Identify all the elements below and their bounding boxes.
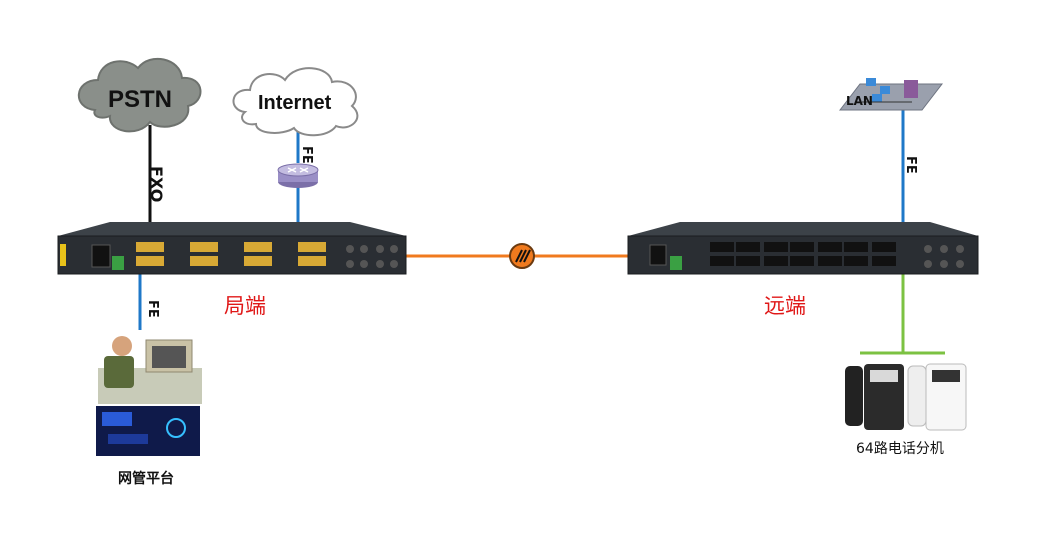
mgmt-label: 网管平台	[118, 471, 174, 487]
internet-label: Internet	[258, 92, 332, 114]
pstn-label: PSTN	[108, 86, 173, 113]
fe-mgmt-link-label: FE	[145, 300, 160, 318]
remote-device	[627, 222, 979, 275]
local-device	[57, 222, 407, 275]
internet-cloud	[232, 67, 359, 137]
router-icon	[277, 163, 319, 188]
local-site-label: 局端	[224, 294, 266, 318]
phones-label: 64路电话分机	[856, 441, 944, 457]
fxo-link-label: FXO	[147, 166, 166, 203]
remote-site-label: 远端	[764, 294, 806, 318]
mgmt-platform-image	[96, 336, 202, 456]
lan-label: LAN	[846, 94, 873, 108]
phones-image	[845, 363, 967, 431]
fiber-icon	[509, 243, 535, 269]
fe-router-link-label: FE	[299, 146, 314, 164]
lan-icon	[838, 78, 944, 111]
fe-lan-link-label: FE	[903, 156, 918, 174]
pstn-cloud	[77, 58, 202, 133]
